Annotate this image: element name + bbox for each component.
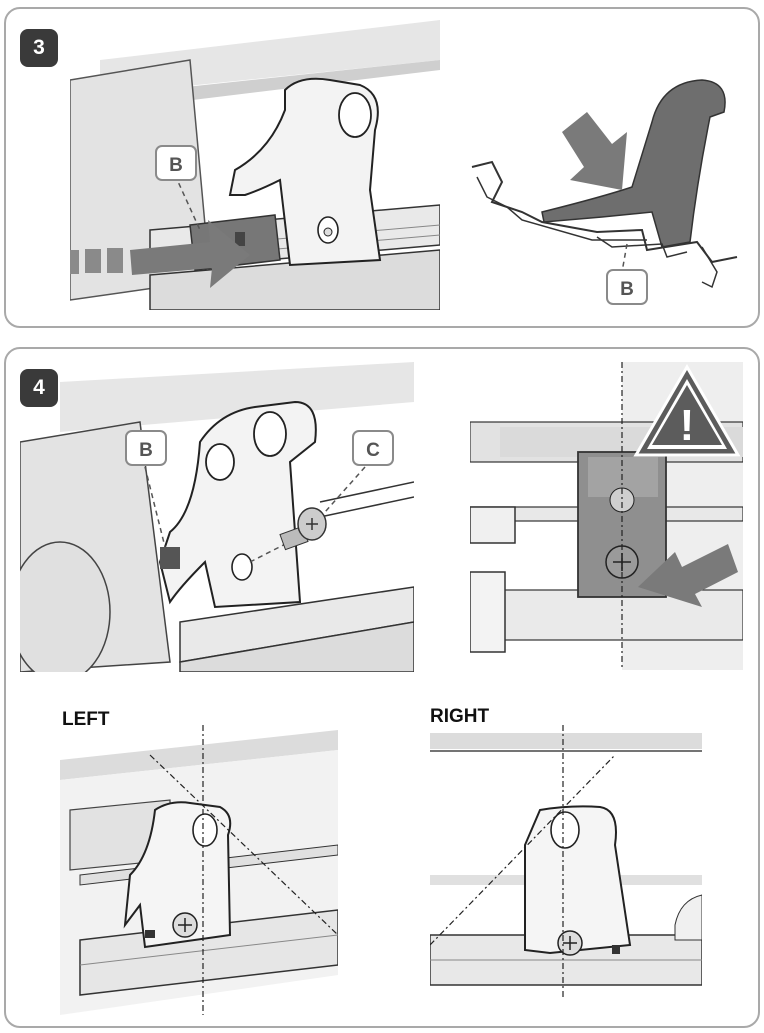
callout-b-step3-right: B [606, 269, 648, 305]
step-3-badge: 3 [20, 29, 58, 67]
callout-b-label: B [169, 155, 183, 176]
step-3-detail-illustration [70, 20, 440, 310]
callout-b-label: B [620, 279, 634, 300]
step-4-warning-illustration [470, 362, 743, 670]
warning-triangle-icon: ! [633, 364, 741, 457]
left-label: LEFT [62, 709, 110, 730]
step-4-screw-illustration [20, 362, 414, 672]
step-4-badge: 4 [20, 369, 58, 407]
callout-c-label: C [366, 440, 380, 461]
left-side-illustration [60, 725, 338, 1015]
callout-b-step3-left: B [155, 145, 197, 181]
warning-exclamation: ! [680, 401, 695, 450]
callout-c-step4: C [352, 430, 394, 466]
callout-b-step4: B [125, 430, 167, 466]
step-3-cross-section-illustration [471, 79, 738, 289]
right-side-illustration [430, 725, 702, 1000]
callout-b-label: B [139, 440, 153, 461]
right-label: RIGHT [430, 706, 490, 727]
